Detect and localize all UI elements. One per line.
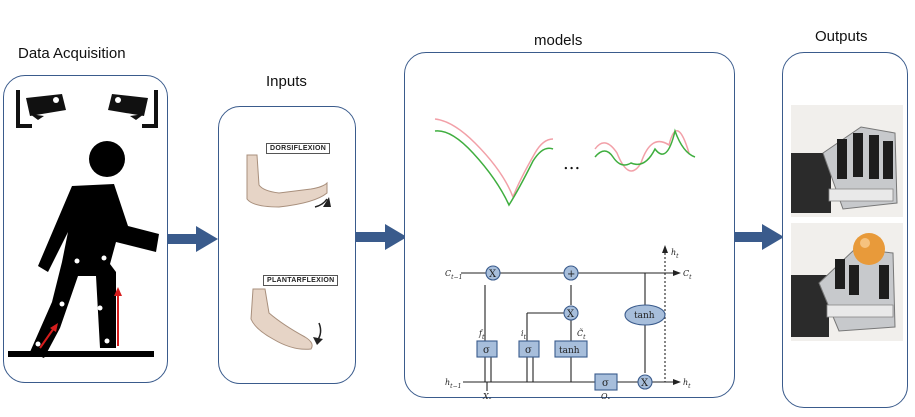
robotic-hand-photos	[791, 105, 903, 341]
lstm-input-mult-symbol: X	[567, 309, 575, 320]
dorsiflexion-foot-illustration	[246, 154, 331, 350]
inputs-title: Inputs	[266, 73, 307, 90]
lstm-h-top: h	[671, 248, 676, 257]
lstm-o-gate: O	[601, 392, 608, 399]
models-ellipsis: ...	[563, 153, 580, 174]
svg-text:ht−1: ht−1	[445, 378, 461, 390]
lstm-output-sigma: σ	[602, 378, 609, 389]
ankle-angle-arrows	[39, 287, 122, 349]
lstm-input-sigma: σ	[525, 345, 532, 356]
svg-text:Ct−1: Ct−1	[445, 269, 462, 281]
svg-text:ht: ht	[671, 248, 679, 260]
dorsiflexion-label: DORSIFLEXION	[266, 143, 331, 154]
lstm-candidate-tanh: tanh	[559, 346, 580, 356]
svg-text:it: it	[521, 329, 527, 341]
plantarflexion-label: PLANTARFLEXION	[263, 275, 339, 286]
inputs-panel: DORSIFLEXION PLANTARFLEXION	[218, 106, 356, 384]
lstm-c-out: C	[683, 269, 689, 278]
lstm-h-out: h	[683, 378, 688, 387]
outputs-title: Outputs	[815, 28, 868, 45]
signal-plot-left	[434, 118, 554, 207]
lstm-forget-sigma: σ	[483, 345, 490, 356]
lstm-cell-add-symbol: +	[567, 269, 575, 280]
svg-text:ft: ft	[478, 329, 485, 341]
lstm-c-prev: C	[445, 269, 451, 278]
signal-plot-right	[594, 128, 696, 172]
lstm-f-gate: f	[478, 329, 484, 338]
flow-arrow-3	[734, 224, 784, 250]
camera-right-icon	[108, 90, 158, 128]
lstm-i-gate: i	[521, 329, 524, 338]
outputs-panel	[782, 52, 908, 408]
lstm-c-tilde: C̃	[577, 329, 583, 338]
robotic-hand-photo-grasp	[791, 223, 903, 341]
lstm-cell-tanh: tanh	[634, 311, 655, 321]
svg-text:Ot: Ot	[601, 392, 611, 399]
lstm-output-mult-symbol: X	[641, 378, 649, 389]
lstm-h-prev: h	[445, 378, 450, 387]
walking-person-illustration	[8, 90, 159, 358]
flow-arrow-1	[168, 226, 218, 252]
models-title: models	[534, 32, 583, 49]
lstm-forget-mult-symbol: X	[489, 269, 497, 280]
walking-person-icon	[8, 141, 159, 358]
robotic-hand-photo-open	[791, 105, 903, 217]
svg-text:Ct: Ct	[683, 269, 692, 281]
models-panel: ...	[404, 52, 735, 399]
svg-text:C̃t: C̃t	[577, 329, 586, 341]
camera-left-icon	[16, 90, 66, 128]
data-acquisition-title: Data Acquisition	[18, 45, 126, 62]
lstm-cell	[461, 253, 673, 391]
svg-text:ht: ht	[683, 378, 691, 390]
lstm-x-in: X	[482, 392, 489, 399]
models-diagram: ...	[434, 118, 696, 399]
svg-text:Xt: Xt	[482, 392, 492, 399]
flow-arrow-2	[355, 224, 407, 250]
plantarflexion-foot-illustration	[250, 288, 323, 350]
data-acquisition-panel	[3, 75, 168, 383]
